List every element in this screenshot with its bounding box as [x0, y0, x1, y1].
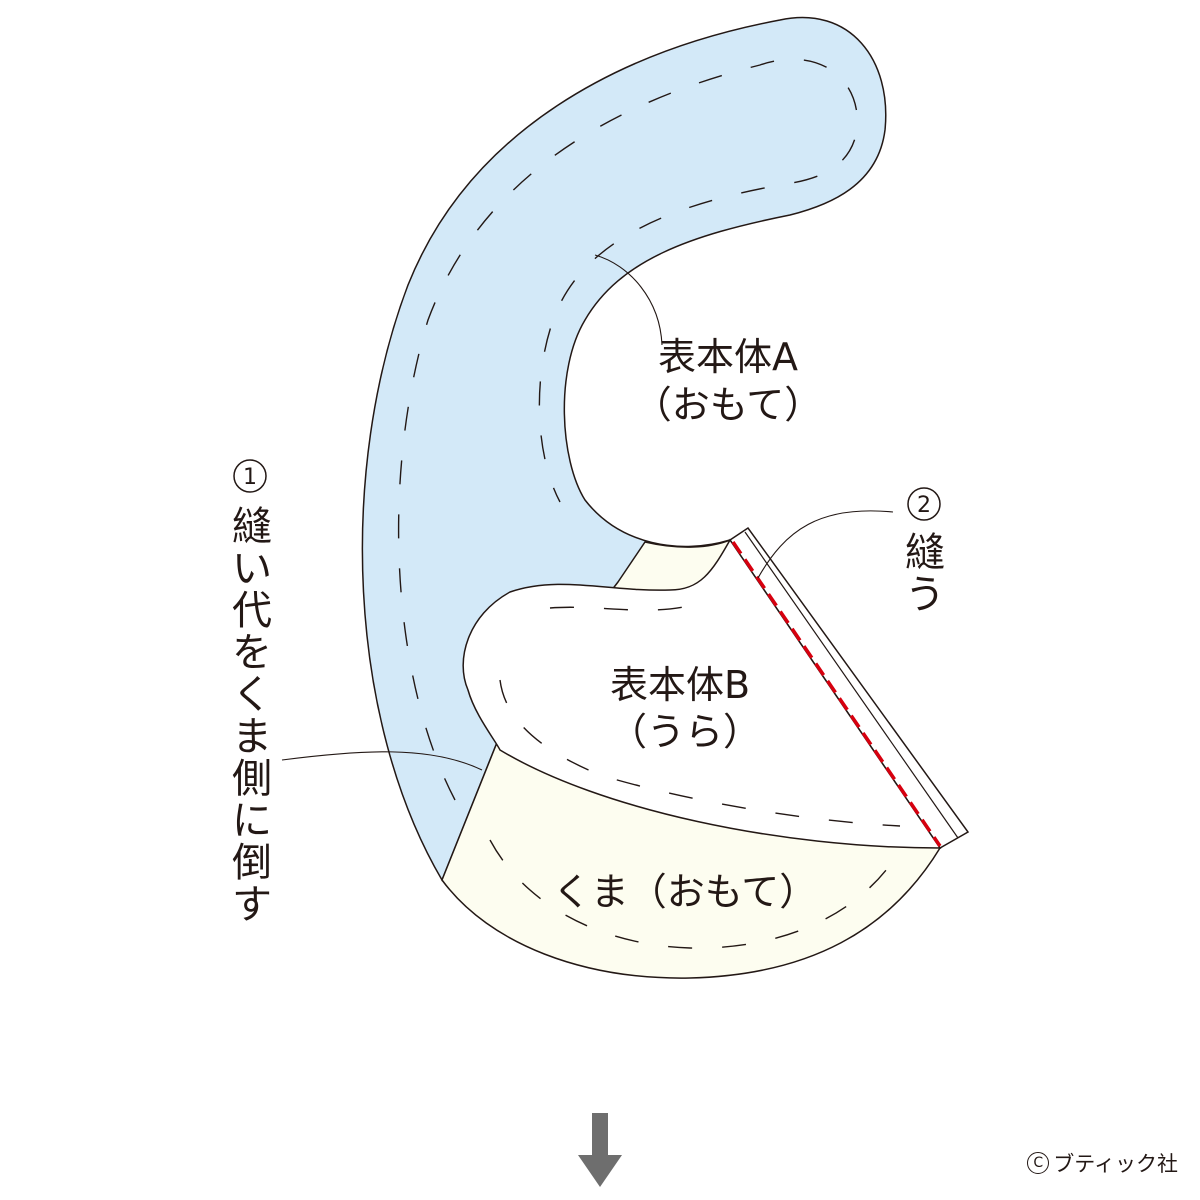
step1-char: す — [232, 882, 272, 928]
step1-char: 縫 — [232, 504, 272, 550]
step2-char: 縫 — [905, 530, 945, 576]
step1-char: い — [232, 546, 272, 592]
step1-char: 代 — [232, 588, 272, 634]
step1-number: 1 — [243, 465, 257, 490]
step1-char: を — [232, 630, 272, 676]
body-b-stitch-line — [499, 602, 901, 827]
step1-char: 側 — [232, 756, 272, 802]
step1-number-circle — [233, 459, 267, 493]
publisher-name: ブティック社 — [1053, 1152, 1178, 1176]
bear-stitch-line — [489, 839, 896, 949]
step1-char: 倒 — [232, 840, 272, 886]
step2-annotation: 2 縫 う — [905, 487, 945, 618]
step2-char: う — [905, 572, 945, 618]
step1-annotation: 1 縫 い 代 を く ま 側 に 倒 す — [232, 459, 272, 928]
copyright-credit: C ブティック社 — [1027, 1148, 1178, 1178]
leader-line-step1 — [281, 751, 483, 771]
step1-char: く — [232, 672, 272, 718]
body-b-shape — [462, 538, 942, 849]
body-b-piece — [462, 538, 942, 849]
body-b-label: 表本体B — [610, 663, 750, 707]
leader-line-body-a — [594, 254, 663, 346]
sewing-line — [731, 541, 942, 847]
step2-number: 2 — [917, 493, 931, 518]
arrow-down-icon — [578, 1113, 622, 1187]
body-a-label: 表本体A — [658, 335, 798, 379]
step1-char: に — [232, 798, 272, 844]
body-a-side-label: （おもて） — [634, 383, 822, 427]
leader-line-step2 — [757, 510, 894, 579]
step2-number-circle — [907, 487, 941, 521]
bear-label: くま（おもて） — [553, 870, 817, 914]
body-b-side-label: （うら） — [609, 710, 761, 754]
copyright-icon: C — [1027, 1152, 1050, 1174]
step1-char: ま — [232, 714, 272, 760]
